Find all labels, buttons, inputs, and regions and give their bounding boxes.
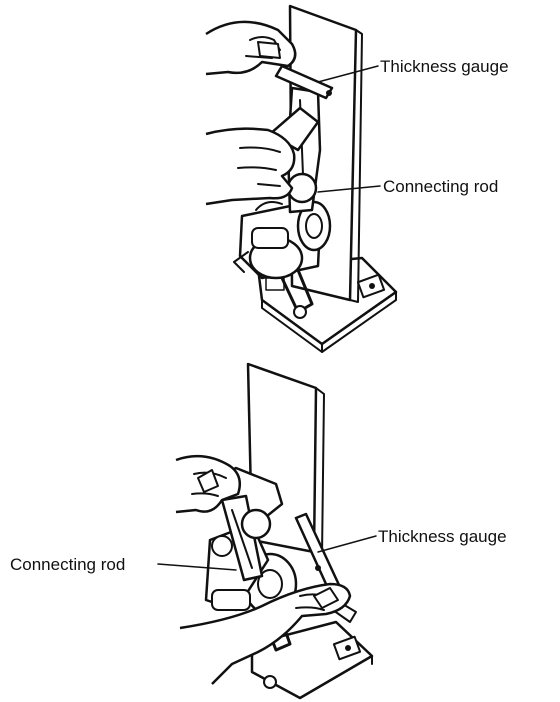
- top-lower-hand: [205, 127, 296, 206]
- bottom-connecting-rod-label: Connecting rod: [10, 555, 125, 574]
- top-connecting-rod-label: Connecting rod: [383, 177, 498, 196]
- top-connecting-rod-leader: [317, 185, 381, 193]
- bottom-thickness-gauge-leader: [317, 535, 377, 553]
- top-illustration: Thickness gauge Connecting rod: [205, 4, 509, 353]
- top-thickness-gauge-part: [274, 64, 334, 100]
- top-crank-mechanism: [233, 200, 332, 319]
- top-thickness-gauge-label: Thickness gauge: [380, 57, 509, 76]
- bottom-connecting-rod-leader: [157, 563, 237, 571]
- bottom-fixture-base: [250, 620, 374, 700]
- bottom-thickness-gauge-label: Thickness gauge: [378, 527, 507, 546]
- top-thickness-gauge-leader: [317, 65, 379, 83]
- top-upper-hand: [205, 20, 297, 76]
- bottom-lower-hand: [179, 582, 352, 685]
- bottom-illustration: Thickness gauge Connecting rod: [10, 362, 507, 700]
- bottom-upper-hand: [175, 454, 241, 514]
